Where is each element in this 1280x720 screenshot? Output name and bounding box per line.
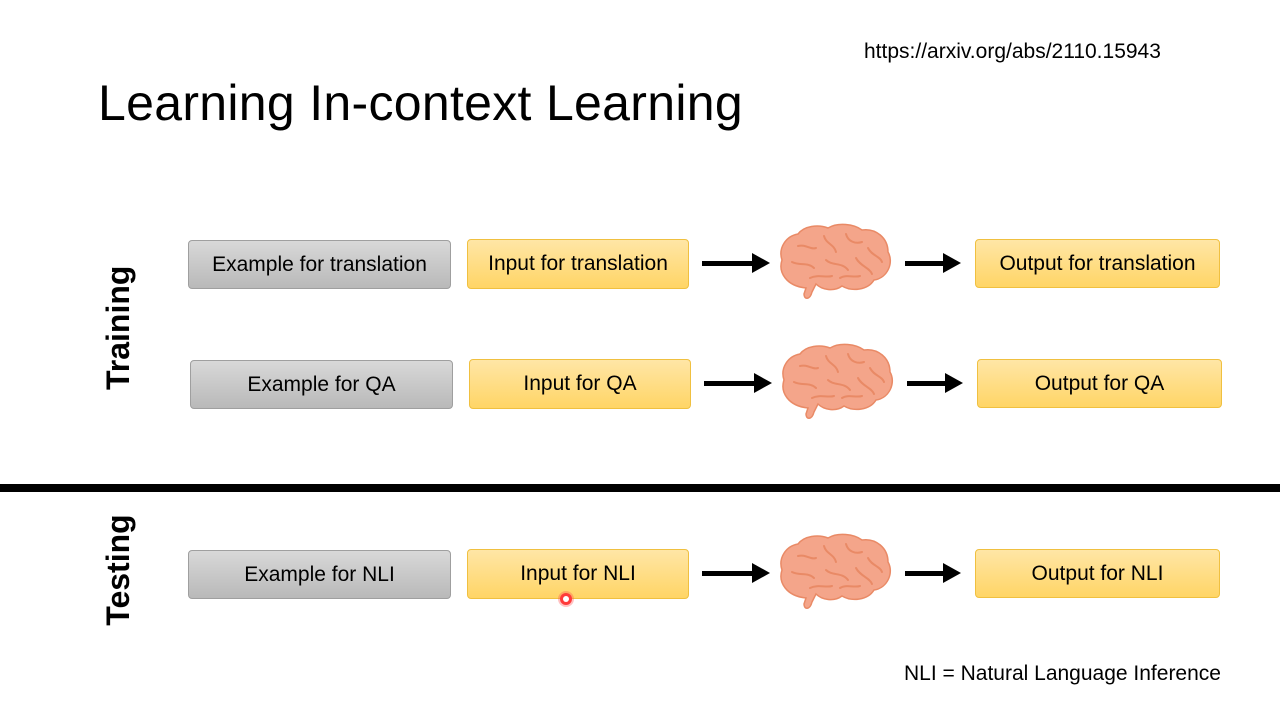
output-box-nli: Output for NLI xyxy=(975,549,1220,598)
example-box-nli: Example for NLI xyxy=(188,550,451,599)
output-box-translation: Output for translation xyxy=(975,239,1220,288)
output-box-qa: Output for QA xyxy=(977,359,1222,408)
slide-title: Learning In-context Learning xyxy=(98,75,743,131)
paper-url[interactable]: https://arxiv.org/abs/2110.15943 xyxy=(864,40,1161,63)
train-test-divider xyxy=(0,484,1280,492)
brain-icon xyxy=(782,343,894,419)
arrow-to-output xyxy=(905,563,961,583)
laser-pointer-icon xyxy=(560,593,572,605)
arrow-to-brain xyxy=(702,563,770,583)
arrow-to-brain xyxy=(702,253,770,273)
brain-icon xyxy=(780,223,892,299)
input-box-qa: Input for QA xyxy=(469,359,691,409)
arrow-to-output xyxy=(907,373,963,393)
example-box-translation: Example for translation xyxy=(188,240,451,289)
arrow-to-output xyxy=(905,253,961,273)
arrow-to-brain xyxy=(704,373,772,393)
nli-footnote: NLI = Natural Language Inference xyxy=(904,662,1221,685)
example-box-qa: Example for QA xyxy=(190,360,453,409)
input-box-translation: Input for translation xyxy=(467,239,689,289)
training-label: Training xyxy=(100,265,136,390)
brain-icon xyxy=(780,533,892,609)
testing-label: Testing xyxy=(100,514,136,626)
input-box-nli: Input for NLI xyxy=(467,549,689,599)
